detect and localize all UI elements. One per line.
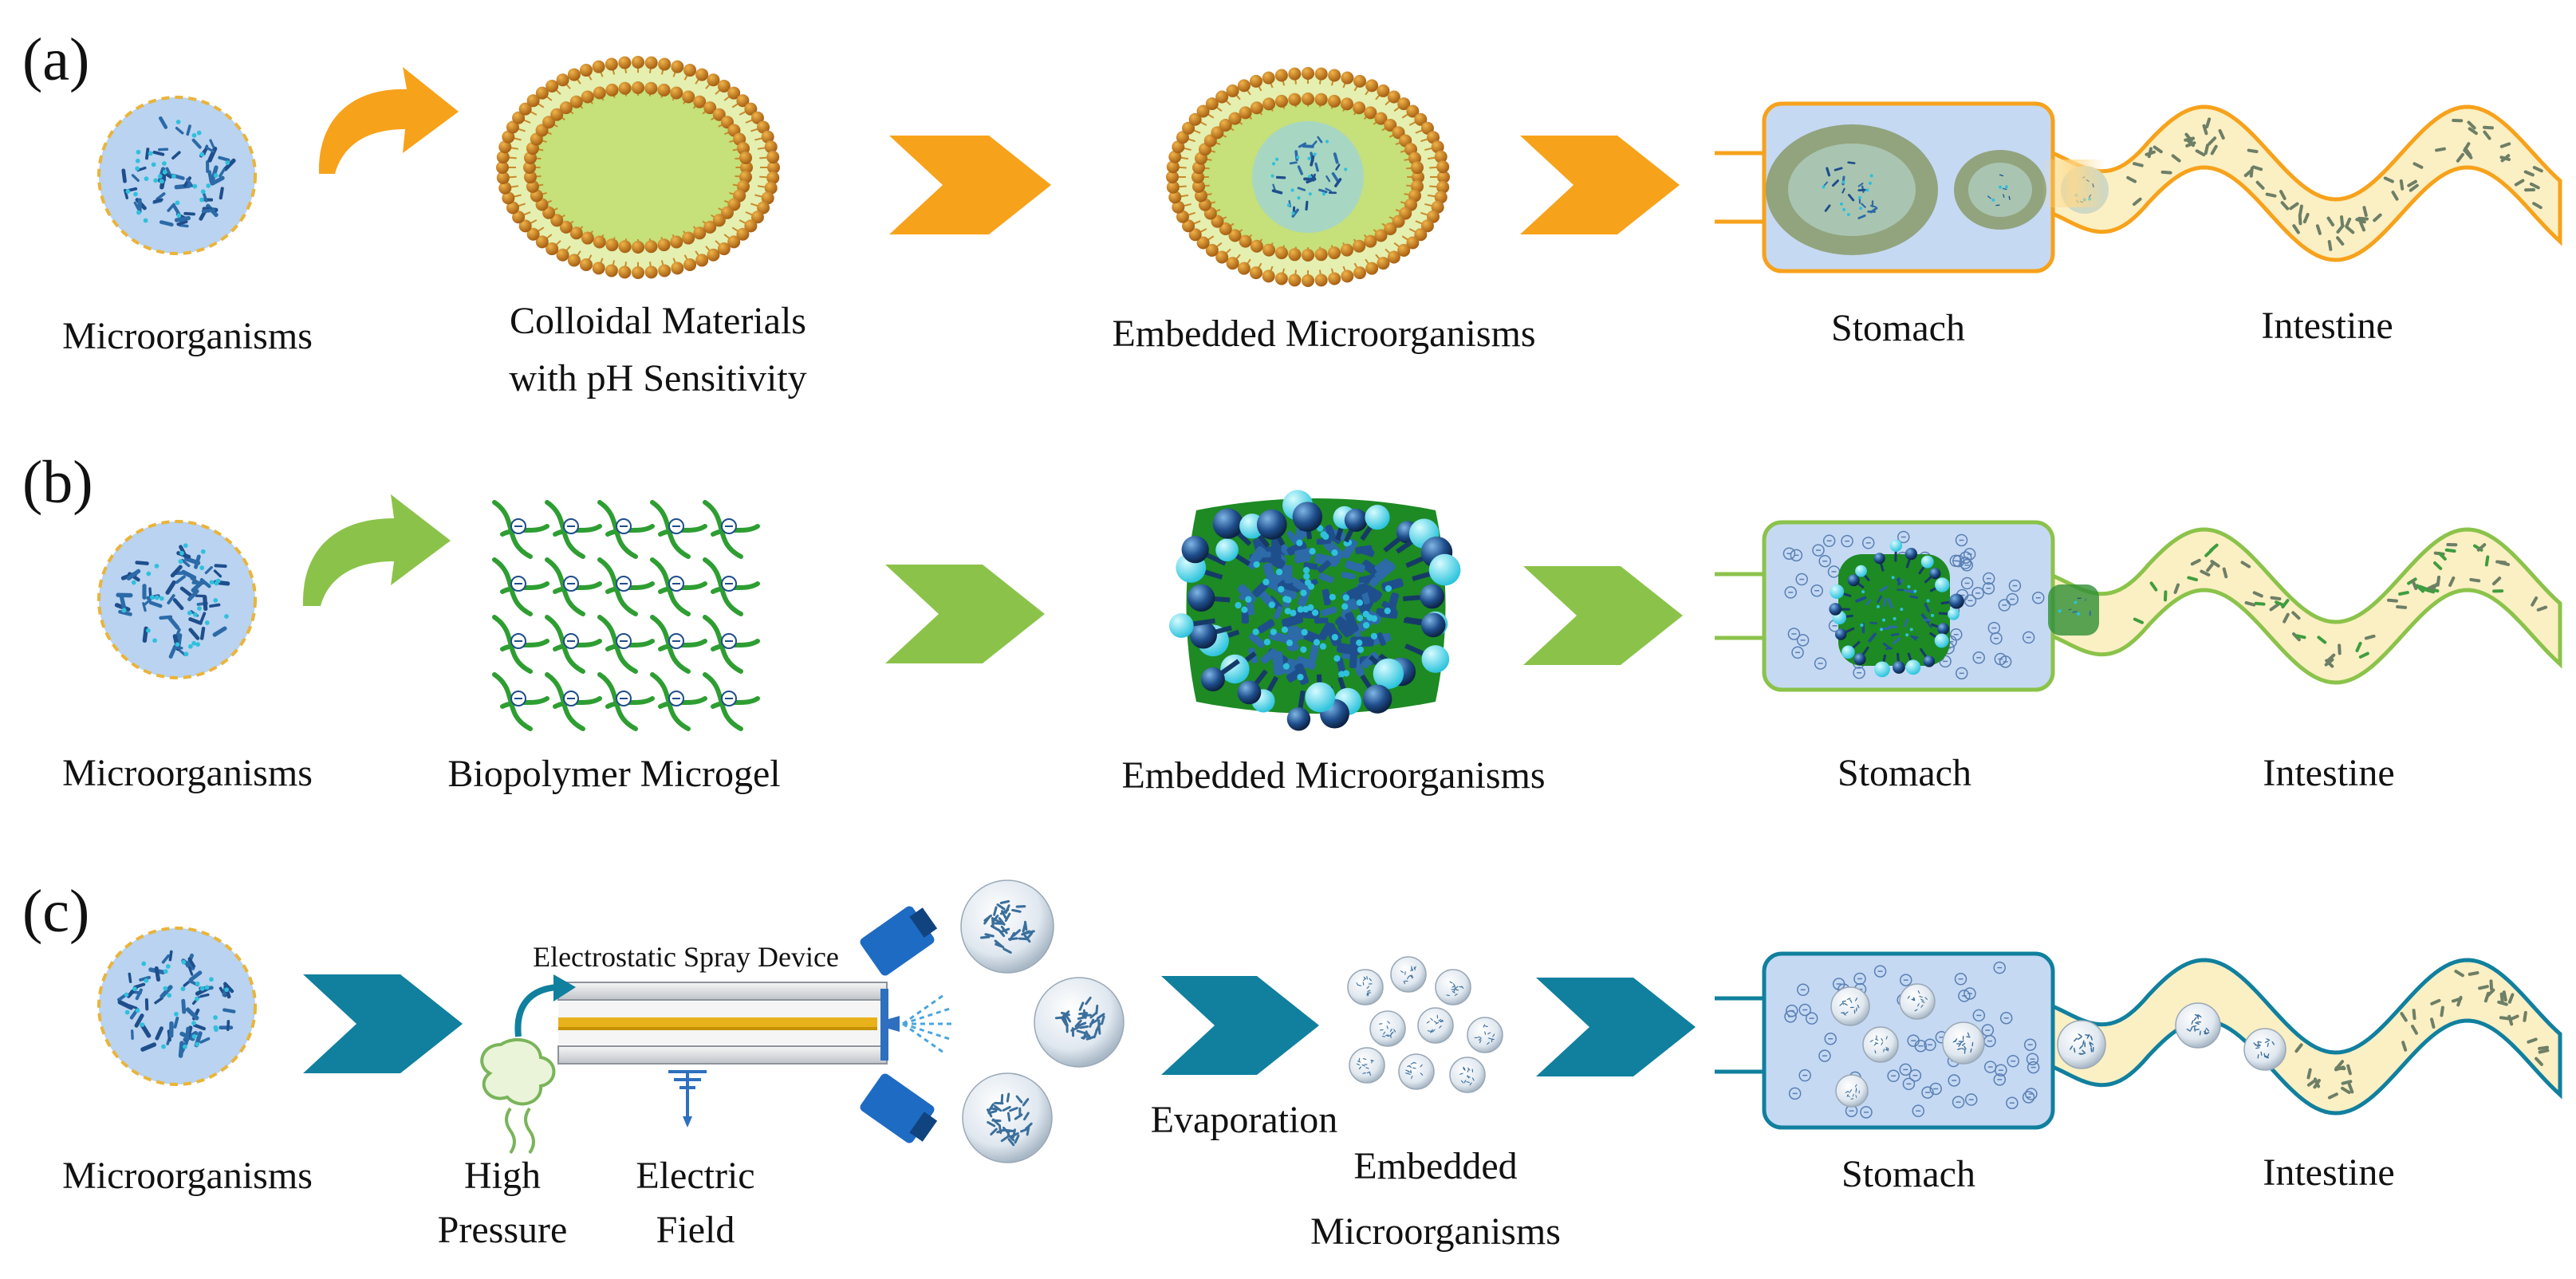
embedded-microgel-b xyxy=(1168,490,1461,731)
label-intestine-a: Intestine xyxy=(2261,305,2393,347)
intestine-a xyxy=(2050,104,2562,262)
gut-model-a xyxy=(1715,101,2562,274)
label-colloidal-line2: with pH Sensitivity xyxy=(509,357,806,399)
label-field-line2: Field xyxy=(656,1209,735,1251)
electrostatic-spray-device: Electrostatic Spray Device xyxy=(438,906,955,1251)
panel-label-c: (c) xyxy=(22,878,89,945)
curved-arrow-a xyxy=(318,67,459,174)
microorganism-cell-b xyxy=(97,520,257,679)
intestine-c xyxy=(2050,958,2562,1116)
pressure-cloud-icon xyxy=(480,974,576,1155)
biopolymer-microgel xyxy=(492,500,760,731)
liposome-a xyxy=(496,56,780,279)
label-spray-device: Electrostatic Spray Device xyxy=(533,941,839,973)
label-biopolymer-microgel: Biopolymer Microgel xyxy=(447,753,780,795)
label-stomach-a: Stomach xyxy=(1831,307,1965,349)
intestine-b xyxy=(2050,527,2562,685)
row-b: (b) Microorganisms Biopolymer Microgel E… xyxy=(22,449,2562,797)
label-pressure-line1: High xyxy=(464,1155,541,1197)
chevron-arrow-c3 xyxy=(1536,978,1696,1076)
label-stomach-b: Stomach xyxy=(1837,752,1971,794)
label-embedded-c-line1: Embedded xyxy=(1353,1145,1517,1187)
label-field-line1: Electric xyxy=(636,1155,754,1197)
label-microorganisms-b: Microorganisms xyxy=(62,752,313,794)
gut-model-b xyxy=(1715,520,2562,692)
stomach-c xyxy=(1762,951,2055,1130)
ground-symbol-icon xyxy=(668,1070,707,1124)
microorganism-cell-a xyxy=(97,96,257,255)
row-c: (c) Microorganisms Electrostatic Spray D… xyxy=(22,878,2562,1253)
panel-label-b: (b) xyxy=(22,449,93,516)
curved-arrow-b xyxy=(302,494,451,606)
label-embedded-a: Embedded Microorganisms xyxy=(1112,313,1535,355)
label-microorganisms-a: Microorganisms xyxy=(62,315,313,357)
label-intestine-b: Intestine xyxy=(2263,752,2394,794)
microorganism-cell-c xyxy=(97,927,257,1086)
chevron-arrow-a1 xyxy=(889,136,1051,234)
label-intestine-c: Intestine xyxy=(2263,1151,2394,1194)
gut-model-c xyxy=(1715,951,2562,1130)
row-a: (a) Microorganisms Colloidal Materials w… xyxy=(22,26,2562,399)
embedded-liposome-a xyxy=(1166,67,1450,287)
label-pressure-line2: Pressure xyxy=(438,1209,568,1251)
dried-particles xyxy=(1347,956,1503,1093)
chevron-arrow-c2 xyxy=(1161,976,1319,1075)
label-microorganisms-c: Microorganisms xyxy=(62,1155,313,1197)
label-stomach-c: Stomach xyxy=(1841,1153,1975,1195)
spray-droplets xyxy=(960,880,1125,1163)
label-colloidal-line1: Colloidal Materials xyxy=(510,300,806,342)
chevron-arrow-a2 xyxy=(1520,136,1680,234)
chevron-arrow-b2 xyxy=(1523,566,1683,665)
label-embedded-b: Embedded Microorganisms xyxy=(1121,754,1545,797)
chevron-arrow-b1 xyxy=(885,565,1045,663)
chevron-arrow-c1 xyxy=(303,974,463,1073)
label-evaporation: Evaporation xyxy=(1151,1099,1338,1141)
panel-label-a: (a) xyxy=(22,26,89,93)
label-embedded-c-line2: Microorganisms xyxy=(1310,1210,1561,1253)
